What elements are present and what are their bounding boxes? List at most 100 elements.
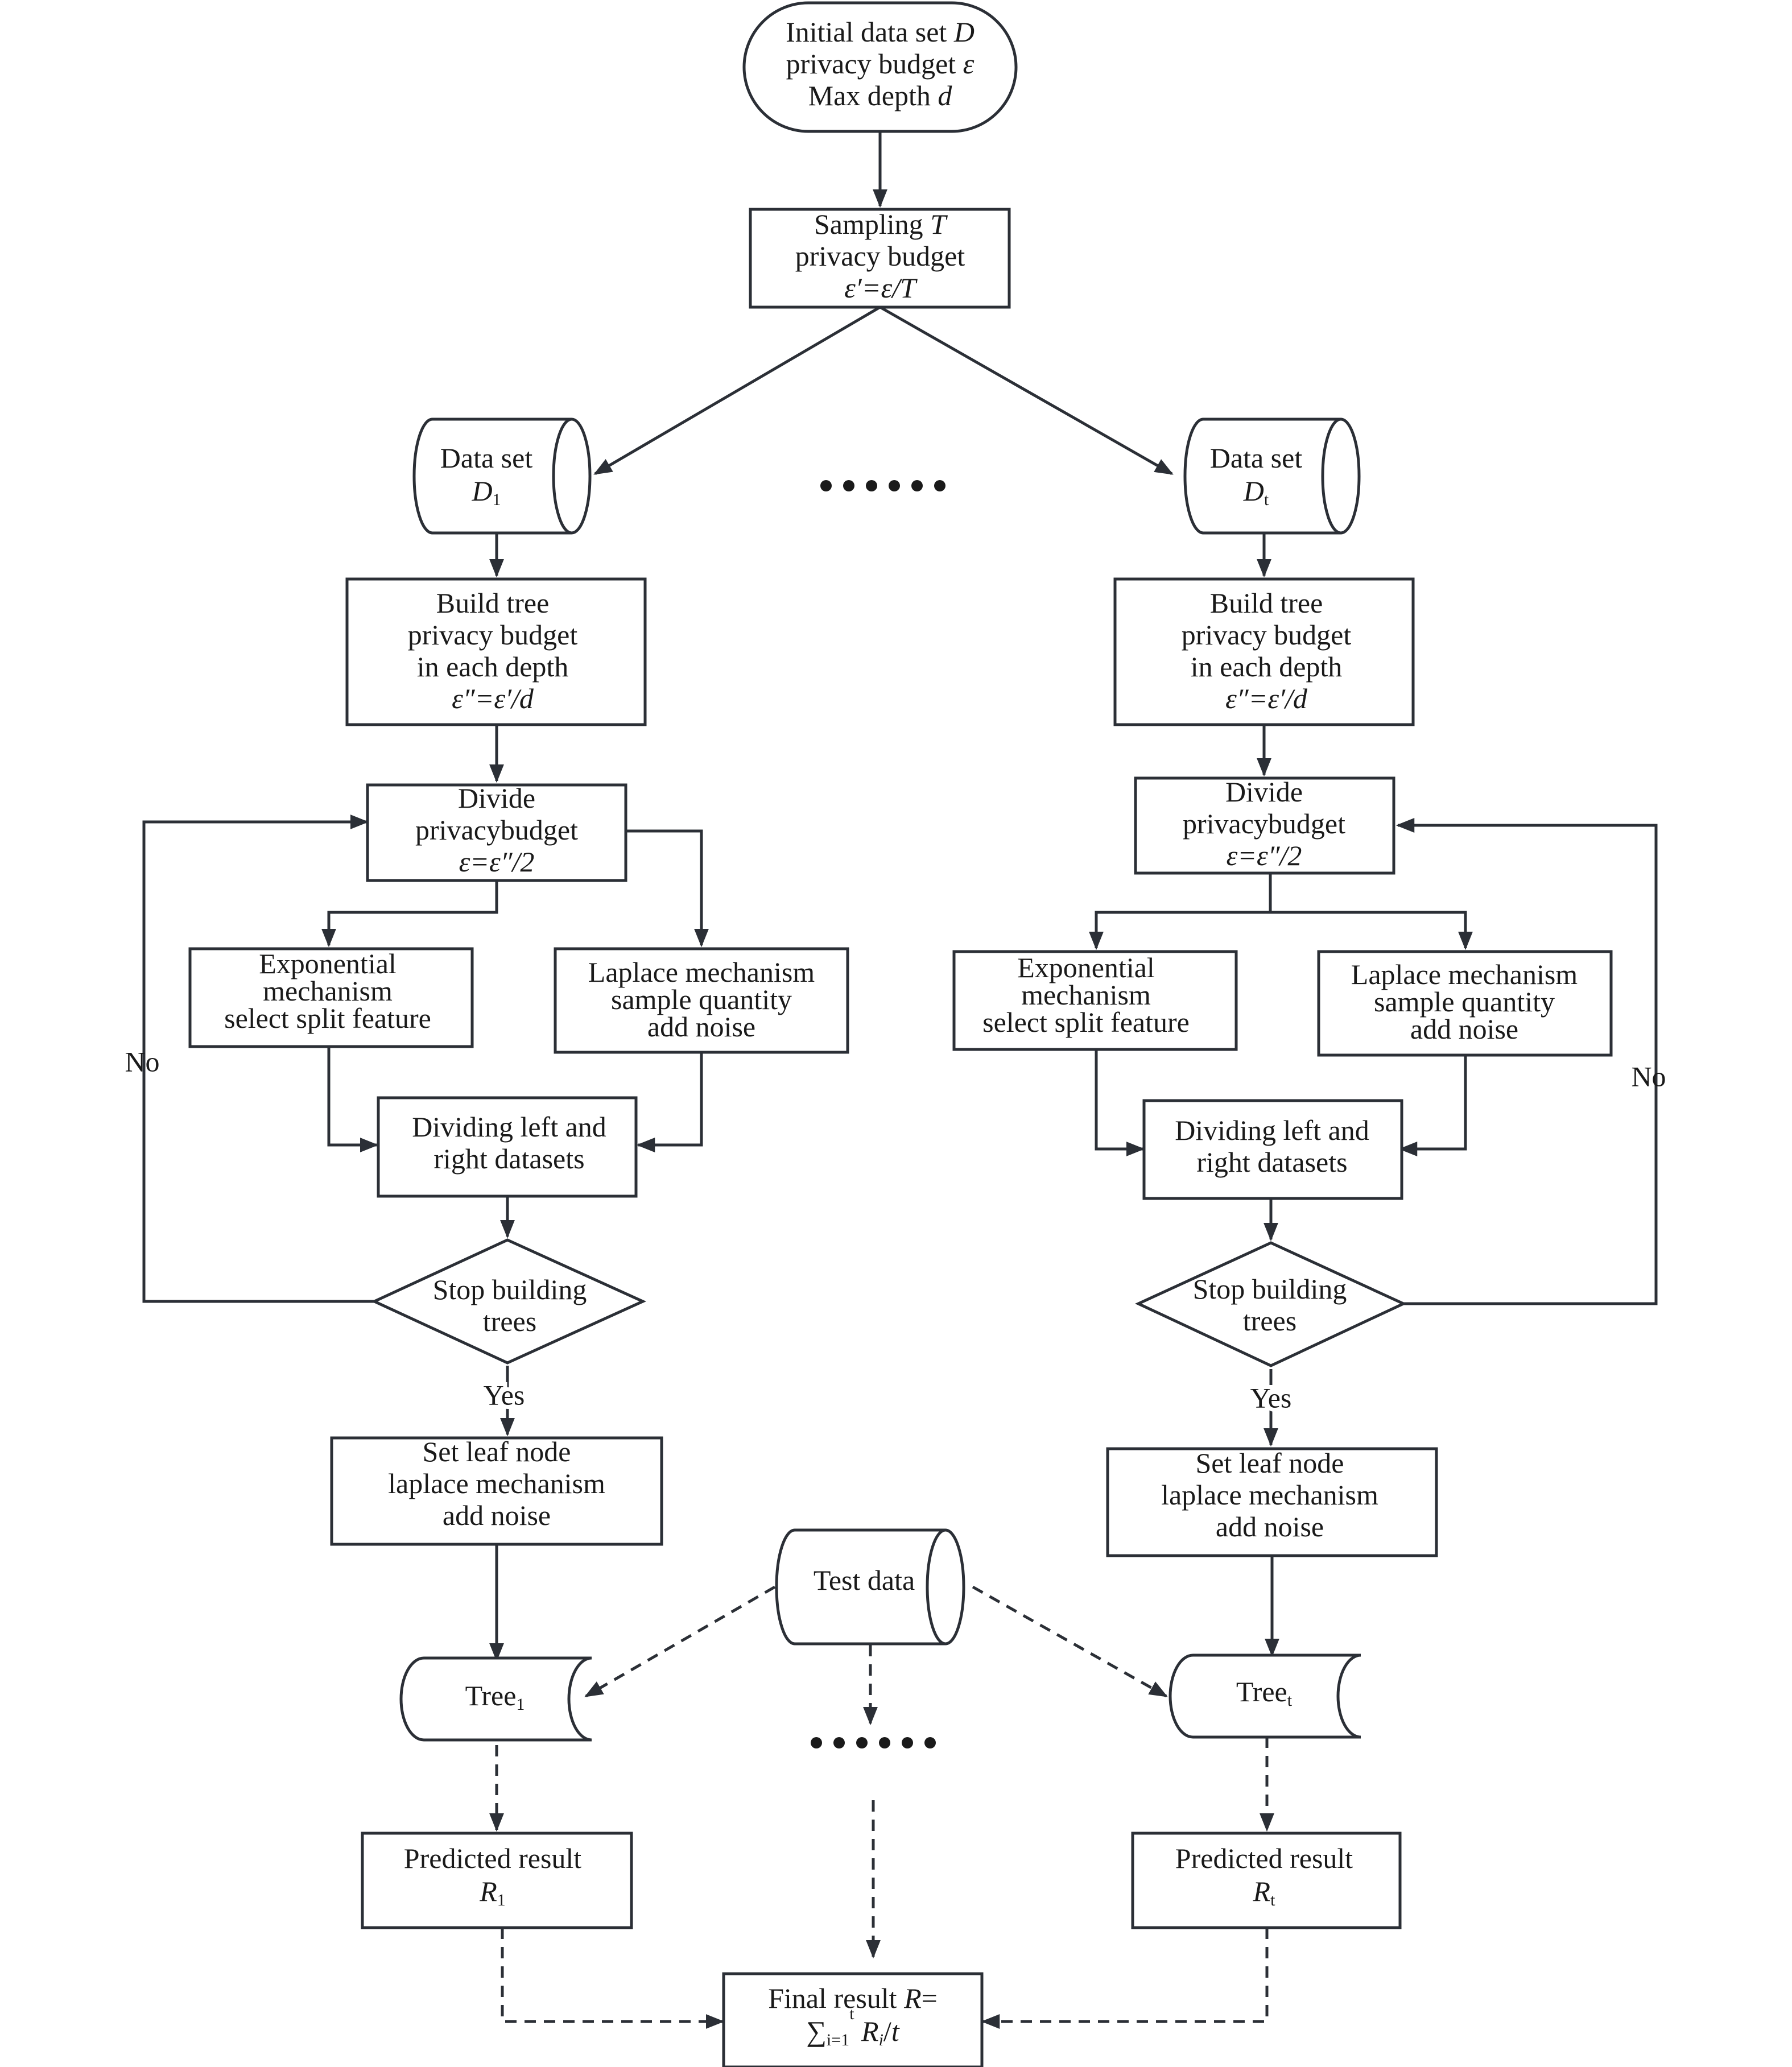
label-line: Build tree: [436, 587, 550, 619]
label-line: in each depth: [417, 651, 569, 683]
label-line: laplace mechanism: [388, 1467, 605, 1499]
build-tree-box-1: [345, 577, 647, 726]
label-line: Exponential: [259, 948, 397, 979]
dataset-cylinder-t: [1183, 417, 1361, 535]
yes-label-left: Yes: [484, 1379, 525, 1411]
label-line: right datasets: [433, 1143, 584, 1175]
label-line: R1​: [479, 1875, 506, 1909]
label-line: Stop building: [433, 1274, 587, 1305]
ellipsis-bottom: [811, 1737, 936, 1748]
laplace-box-1: [554, 947, 849, 1054]
tree-label-1: Tree1​: [465, 1680, 525, 1713]
label-line: Predicted result: [404, 1842, 582, 1874]
label-line: add noise: [1410, 1013, 1518, 1045]
edge-exp1-to-split1: [327, 1047, 379, 1152]
shapes: [188, 1, 1613, 2067]
laplace-box-t: [1317, 950, 1613, 1057]
dashed-edges: [489, 1585, 1274, 2029]
edge-sampling-to-datasett: [879, 305, 1174, 476]
edge-label-group: No No Yes Yes: [125, 1045, 1666, 1417]
label-line: add noise: [443, 1499, 551, 1531]
ellipsis-top: [820, 480, 945, 491]
label-line: add noise: [1216, 1511, 1324, 1543]
label-line: Predicted result: [1175, 1842, 1353, 1874]
no-label-right: No: [1631, 1060, 1666, 1092]
split-box-t: [1142, 1099, 1403, 1200]
label-line: privacy budget: [795, 240, 965, 272]
label-line: ε″=ε′/d: [1225, 683, 1308, 714]
edge-expt-to-splitt: [1095, 1049, 1145, 1156]
label-line: ε′=ε/T: [844, 272, 918, 304]
label-line: right datasets: [1196, 1146, 1347, 1178]
edge-lap1-to-split1: [636, 1052, 703, 1152]
label-line: Data set: [1210, 442, 1303, 474]
dataset-cylinder-1: [412, 417, 592, 535]
no-label-left: No: [125, 1045, 159, 1077]
label-line: ε=ε″/2: [1227, 840, 1302, 871]
label-line: Tree1​: [465, 1680, 525, 1713]
start-terminal: [742, 1, 1018, 133]
label-line: privacybudget: [1183, 808, 1345, 840]
split-box-1: [377, 1096, 638, 1198]
final-result-label: Final result R=∑i=1​t​ Ri​/t: [768, 1982, 938, 2049]
label-line: Set leaf node: [1195, 1447, 1344, 1479]
stop-decision-t: [1135, 1241, 1407, 1367]
stop-decision-1: [371, 1238, 647, 1365]
label-line: privacybudget: [415, 814, 578, 846]
predicted-box-1: [361, 1832, 633, 1929]
label-line: Dt​: [1243, 475, 1269, 509]
label-line: Exponential: [1017, 952, 1155, 983]
edge-testdata-to-treet: [972, 1585, 1168, 1698]
edge-sampling-to-dataset1: [593, 305, 881, 476]
edge-divide1-to-lap1: [626, 829, 709, 948]
exponential-box-t: [952, 950, 1238, 1051]
divide-box-t: [1134, 776, 1395, 875]
label-line: trees: [1243, 1305, 1296, 1337]
label-line: ∑i=1​t​ Ri​/t: [806, 2004, 900, 2049]
label-line: laplace mechanism: [1161, 1479, 1378, 1511]
label-line: ε″=ε′/d: [452, 683, 534, 714]
label-line: select split feature: [982, 1006, 1190, 1038]
label-line: D1​: [471, 475, 501, 509]
label-line: Set leaf node: [422, 1436, 571, 1467]
testdata-cylinder: [775, 1528, 965, 1646]
label-line: Laplace mechanism: [1351, 958, 1578, 990]
edge-divide1-to-exp1: [321, 880, 498, 948]
final-result-box: [722, 1972, 984, 2067]
label-line: sample quantity: [611, 983, 792, 1015]
label-line: Sampling T: [814, 208, 948, 240]
edge-pred1-to-final: [501, 1928, 725, 2029]
label-line: ε=ε″/2: [459, 846, 535, 878]
yes-label-right: Yes: [1250, 1382, 1292, 1413]
label-line: Final result R=: [768, 1982, 938, 2014]
build-tree-box-t: [1113, 577, 1415, 726]
leaf-box-1: [330, 1436, 663, 1546]
label-line: Test data: [814, 1564, 915, 1596]
label-line: Build tree: [1210, 587, 1323, 619]
label-line: privacy budget: [408, 619, 578, 651]
testdata-label: Test data: [814, 1564, 915, 1596]
label-line: Dividing left and: [412, 1111, 606, 1143]
edge-lapt-to-splitt: [1398, 1055, 1467, 1156]
label-line: sample quantity: [1374, 986, 1555, 1018]
